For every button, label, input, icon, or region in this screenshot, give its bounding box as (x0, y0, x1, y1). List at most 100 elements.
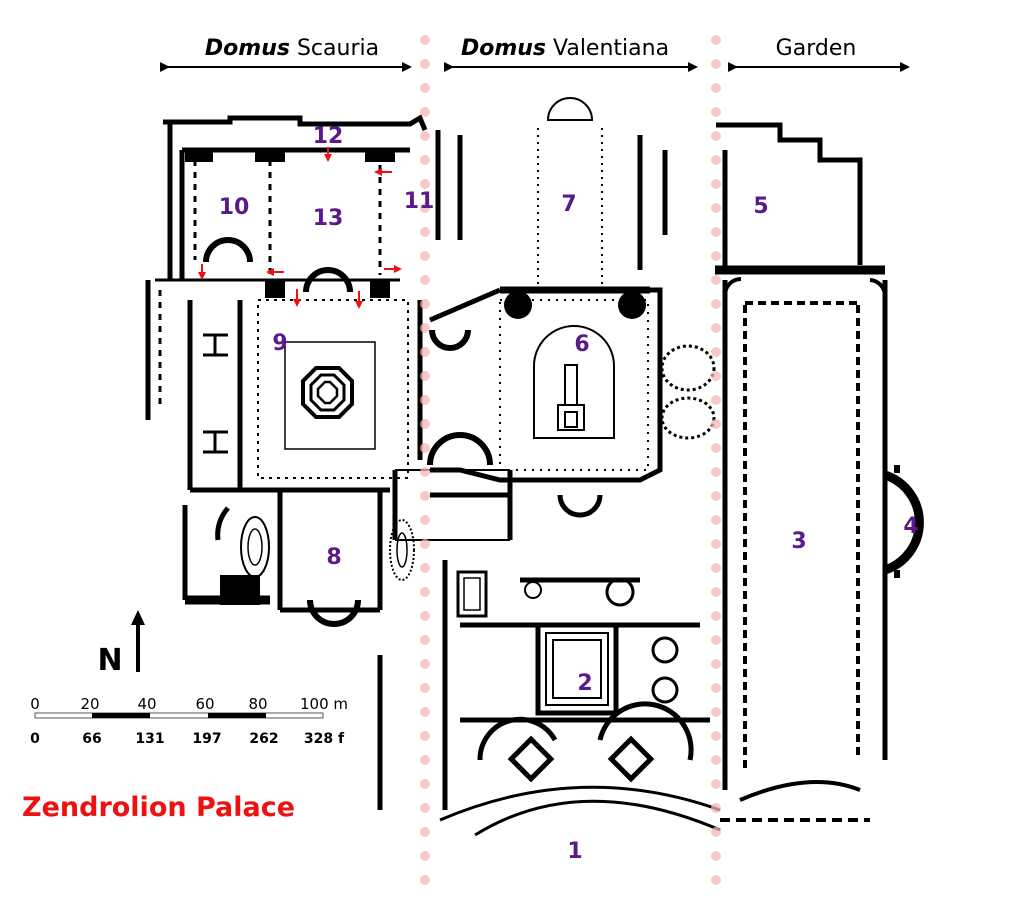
walls-domus-scauria (145, 114, 428, 613)
scale-m-60: 60 (195, 695, 214, 713)
room-label-13: 13 (313, 206, 344, 231)
room-labels: 1 2 3 4 5 6 7 8 9 10 11 12 13 (219, 124, 919, 864)
north-compass: N (97, 610, 145, 678)
divider-dot (711, 563, 721, 573)
section-dividers (420, 35, 721, 885)
divider-dot (420, 491, 430, 501)
divider-dot (711, 179, 721, 189)
divider-dot (420, 827, 430, 837)
apses-scauria (203, 237, 361, 627)
divider-dot (711, 227, 721, 237)
divider-dot (420, 779, 430, 789)
divider-dot (420, 371, 430, 381)
divider-dot (711, 611, 721, 621)
walls-garden (715, 122, 888, 790)
divider-dot (711, 707, 721, 717)
scale-f-66: 66 (82, 731, 101, 747)
divider-dot (711, 275, 721, 285)
divider-dot (711, 539, 721, 549)
room-8-basins (215, 506, 415, 581)
divider-dot (420, 251, 430, 261)
divider-dot (420, 275, 430, 285)
scale-bar: 0 20 40 60 80 100 m 0 66 131 197 262 328… (30, 695, 348, 747)
divider-dot (420, 443, 430, 453)
divider-dot (420, 515, 430, 525)
scale-m-0: 0 (30, 695, 40, 713)
divider-dot (420, 107, 430, 117)
divider-dot (711, 803, 721, 813)
divider-dot (420, 131, 430, 141)
divider-dot (711, 491, 721, 501)
peristyle-room-9 (284, 341, 376, 450)
divider-dot (711, 35, 721, 45)
header-garden: Garden (776, 36, 857, 61)
divider-dot (420, 419, 430, 429)
scale-m-40: 40 (137, 695, 156, 713)
stadium-colonnade (743, 301, 860, 770)
divider-dot (711, 731, 721, 741)
room-label-9: 9 (272, 331, 287, 356)
divider-dot (420, 83, 430, 93)
room-label-10: 10 (219, 195, 250, 220)
compass-label: N (97, 643, 122, 678)
divider-dot (420, 35, 430, 45)
divider-dot (420, 155, 430, 165)
divider-dot (420, 227, 430, 237)
scale-f-262: 262 (249, 731, 278, 747)
room-label-5: 5 (753, 194, 768, 219)
scale-m-100: 100 m (300, 695, 348, 713)
scale-f-197: 197 (192, 731, 221, 747)
divider-dot (711, 371, 721, 381)
scale-f-0: 0 (30, 731, 40, 747)
divider-dot (711, 443, 721, 453)
divider-dot (711, 395, 721, 405)
divider-dot (711, 755, 721, 765)
scale-m-80: 80 (248, 695, 267, 713)
room-label-1: 1 (567, 839, 582, 864)
divider-dot (711, 875, 721, 885)
divider-dot (420, 323, 430, 333)
divider-dot (711, 683, 721, 693)
stadium-curves (720, 277, 924, 822)
divider-dot (711, 779, 721, 789)
divider-dot (420, 347, 430, 357)
divider-dot (711, 515, 721, 525)
divider-dot (420, 851, 430, 861)
divider-dot (711, 467, 721, 477)
divider-dot (711, 251, 721, 261)
divider-dot (711, 587, 721, 597)
divider-dot (420, 203, 430, 213)
room-label-6: 6 (574, 332, 589, 357)
divider-dot (420, 731, 430, 741)
divider-dot (420, 587, 430, 597)
header-domus-scauria: Domus Scauria (205, 36, 379, 61)
divider-dot (420, 467, 430, 477)
divider-dot (711, 659, 721, 669)
divider-dot (420, 803, 430, 813)
scale-f-131: 131 (135, 731, 164, 747)
divider-dot (711, 59, 721, 69)
divider-dot (711, 323, 721, 333)
room-label-11: 11 (404, 189, 435, 214)
plan-title: Zendrolion Palace (22, 792, 295, 823)
room-label-3: 3 (791, 529, 806, 554)
divider-dot (420, 179, 430, 189)
divider-dot (420, 395, 430, 405)
room-label-7: 7 (561, 192, 576, 217)
divider-dot (420, 563, 430, 573)
divider-dot (711, 347, 721, 357)
divider-dot (420, 539, 430, 549)
divider-dot (420, 59, 430, 69)
room-6-court (499, 291, 649, 471)
divider-dot (420, 875, 430, 885)
room-label-8: 8 (326, 545, 341, 570)
divider-dot (420, 683, 430, 693)
divider-dot (711, 83, 721, 93)
exedra-south (439, 701, 721, 837)
scale-m-20: 20 (80, 695, 99, 713)
divider-dot (711, 107, 721, 117)
divider-dot (711, 851, 721, 861)
room-7-nave (500, 97, 650, 294)
